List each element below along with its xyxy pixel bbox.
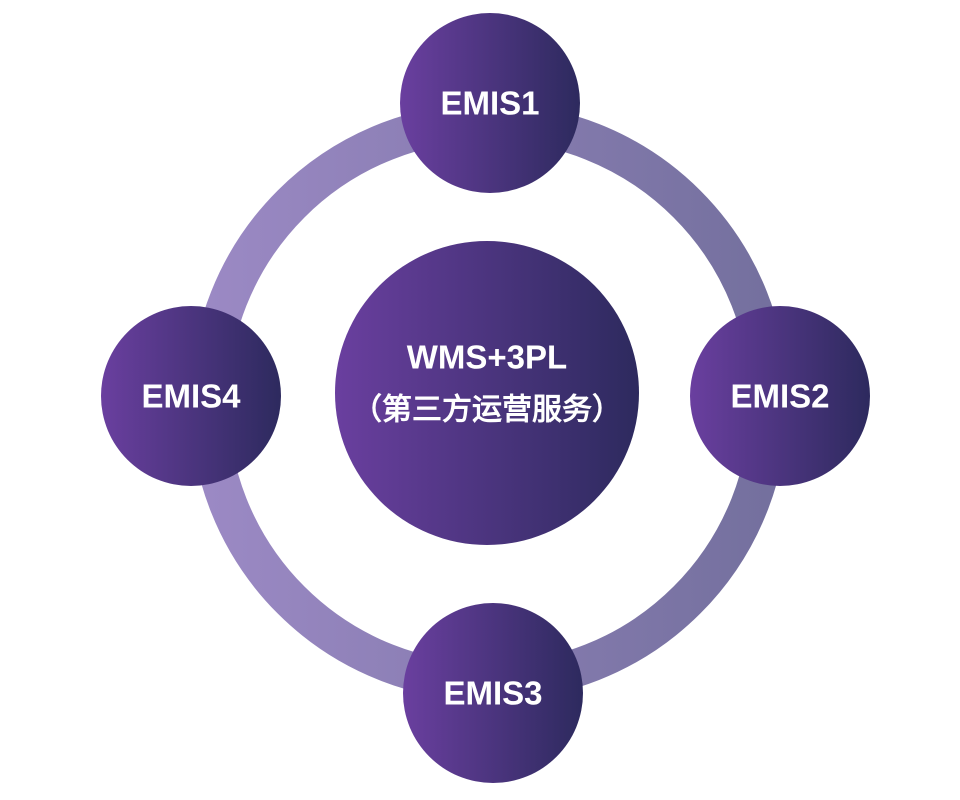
center-hub-subtitle: （第三方运营服务） <box>352 393 622 428</box>
node-right: EMIS2 <box>690 306 870 486</box>
node-left: EMIS4 <box>101 306 281 486</box>
node-bottom-circle <box>403 603 583 783</box>
center-hub: WMS+3PL （第三方运营服务） <box>335 241 639 545</box>
node-top-label: EMIS1 <box>440 85 539 122</box>
node-bottom: EMIS3 <box>403 603 583 783</box>
center-hub-circle <box>335 241 639 545</box>
node-right-label: EMIS2 <box>730 378 829 415</box>
node-bottom-label: EMIS3 <box>443 675 542 712</box>
node-left-circle <box>101 306 281 486</box>
node-right-circle <box>690 306 870 486</box>
node-top-circle <box>400 13 580 193</box>
node-left-label: EMIS4 <box>141 378 241 415</box>
center-hub-title: WMS+3PL <box>407 339 567 376</box>
node-top: EMIS1 <box>400 13 580 193</box>
